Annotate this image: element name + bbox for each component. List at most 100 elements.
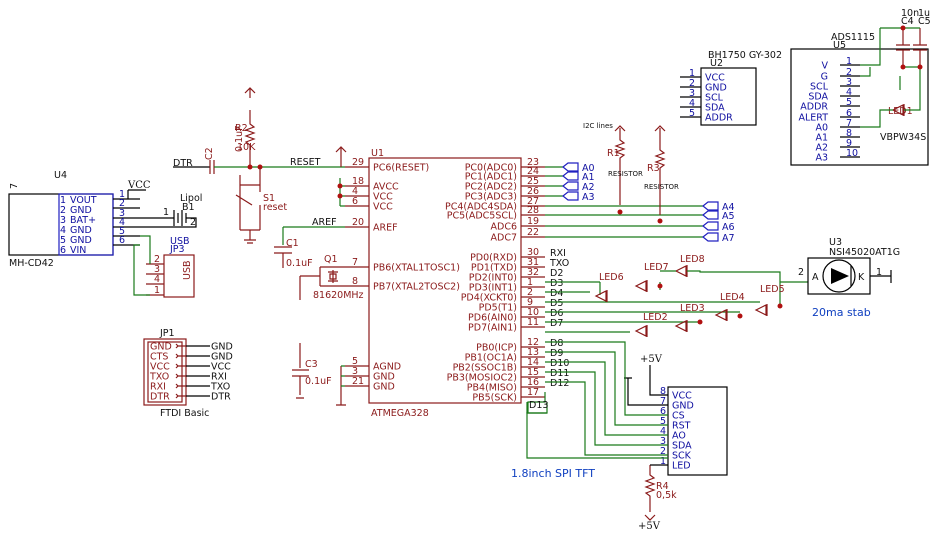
mh-cd42-seven: 7: [9, 183, 20, 189]
mh-cd42-pin4-name: GND: [70, 225, 92, 236]
bh1750-pin-name: SCL: [705, 93, 724, 104]
tft-pin-num: 3: [660, 436, 666, 447]
mh-cd42-pin5: 5: [60, 235, 66, 246]
atmega-pin-name: PD7(AIN1): [468, 323, 517, 334]
ftdi-pin-name: TXO: [149, 372, 169, 383]
mh-cd42-pin6: 6: [60, 245, 66, 256]
ftdi-net: RXI: [211, 372, 227, 383]
regulator-a: A: [812, 272, 819, 283]
ads1115-pin-num: 10: [846, 148, 858, 159]
ftdi-name: FTDI Basic: [160, 408, 209, 419]
r4-ref: R4: [656, 481, 669, 492]
tft-pin-num: 2: [660, 446, 666, 457]
atmega-pin-num: 28: [527, 205, 539, 216]
tft-pin-num: 1: [660, 456, 666, 467]
atmega-net-label: D10: [550, 358, 569, 369]
battery-name: Lipol: [180, 193, 202, 204]
atmega-pin-name: PB3(MOSIOC2): [447, 373, 517, 384]
atmega-pin-num: 32: [527, 267, 539, 278]
atmega-net-label: RXI: [550, 248, 566, 259]
atmega-pin-name: PD6(AIN0): [468, 313, 517, 324]
c2-val: 0.1uF: [234, 125, 245, 152]
atmega-pin-name: PD1(TXD): [471, 263, 517, 274]
ads1115-name: ADS1115: [831, 32, 875, 43]
atmega-pin-name: GND: [373, 382, 395, 393]
tft-pin-num: 4: [660, 426, 666, 437]
ads1115-pin-name: G: [821, 72, 828, 83]
mh-cd42-stub5: 5: [119, 226, 125, 237]
bh1750-pin-num: 3: [689, 88, 695, 99]
tft-pin-num: 6: [660, 406, 666, 417]
tft-pin-name: RST: [672, 421, 691, 432]
usb-pin4: 4: [154, 274, 160, 285]
mh-cd42-pin-box: [58, 193, 114, 256]
q1-val: 81620MHz: [313, 290, 364, 301]
atmega-pin-num: 7: [352, 257, 358, 268]
ftdi-ref: JP1: [159, 328, 175, 339]
c3-ref: C3: [305, 359, 318, 370]
atmega-pin-name: VCC: [373, 192, 393, 203]
atmega-pin-num: 17: [527, 387, 539, 398]
battery-pin2: 2: [190, 217, 196, 228]
tft-pin-name: CS: [672, 411, 685, 422]
r2-ref: R2: [235, 123, 248, 134]
mh-cd42-pin1-name: VOUT: [70, 195, 97, 206]
atmega-pin-num: 19: [527, 216, 539, 227]
atmega-right-pins: 23PC0(ADC0)24PC1(ADC1)25PC2(ADC2)26PC3(A…: [445, 157, 569, 404]
tft-pin-name: SDA: [672, 441, 692, 452]
bh1750-pin-num: 1: [689, 68, 695, 79]
regulator-k: K: [858, 272, 865, 283]
atmega-pin-num: 11: [527, 317, 539, 328]
atmega-pin-name: AGND: [373, 362, 401, 373]
bh1750-pin-num: 5: [689, 108, 695, 119]
ads1115-pin-name: ADDR: [800, 102, 828, 113]
atmega-pin-num: 25: [527, 176, 539, 187]
atmega-pin-name: PB0(ICP): [476, 343, 517, 354]
atmega-pin-name: PB7(XTAL2TOSC2): [373, 282, 460, 293]
analog-flag-label: A5: [722, 211, 735, 222]
atmega-net-label: D8: [550, 338, 563, 349]
bh1750-pin-name: GND: [705, 83, 727, 94]
atmega-pin-num: 1: [527, 277, 533, 288]
usb-pin1: 1: [154, 285, 160, 296]
atmega-net-label: D3: [550, 278, 563, 289]
ads1115-pin-num: 5: [846, 97, 852, 108]
atmega-net-label: D2: [550, 268, 563, 279]
battery-b1: Lipol B1 1 2: [140, 193, 202, 228]
atmega-net-label: TXO: [549, 258, 569, 269]
mh-cd42-stub4: 4: [119, 217, 125, 228]
c2-ref: C2: [204, 147, 215, 160]
atmega-pin-num: 27: [527, 196, 539, 207]
c1-ref: C1: [286, 238, 299, 249]
ads1115-pin-num: 7: [846, 118, 852, 129]
atmega-net-label: D5: [550, 298, 563, 309]
mh-cd42-stub6: 6: [119, 235, 125, 246]
atmega-pin-num: 8: [352, 276, 358, 287]
led4-label: LED4: [720, 292, 745, 303]
atmega-pin-name: PC6(RESET): [373, 163, 429, 174]
atmega-net-label: D11: [550, 368, 569, 379]
plus5v-bottom: +5V: [638, 521, 661, 532]
ftdi-net: TXO: [210, 382, 230, 393]
c4-val: 10n: [901, 8, 919, 19]
atmega-pin-name: PB2(SSOC1B): [453, 363, 517, 374]
bh1750-pin-num: 4: [689, 98, 695, 109]
r1-ref: R1: [607, 148, 620, 159]
ads1115-pin-name: V: [822, 61, 829, 72]
battery-pin1: 1: [163, 207, 169, 218]
atmega-pin-name: PD5(T1): [479, 303, 517, 314]
c4-ref: C4: [901, 16, 914, 27]
mh-cd42-stub1: 1: [119, 189, 125, 200]
r2-val: 10K: [237, 142, 256, 153]
c5-ref: C5: [918, 16, 931, 27]
tft-title: 1.8inch SPI TFT: [511, 467, 595, 480]
led1-ref: LED1: [888, 106, 913, 117]
q1-ref: Q1: [324, 254, 338, 265]
atmega-pin-num: 4: [352, 186, 358, 197]
ftdi-net: GND: [211, 352, 233, 363]
tft-pin-name: SCK: [672, 451, 692, 462]
atmega-pin-name: PC3(ADC3): [465, 192, 517, 203]
ftdi-net: GND: [211, 342, 233, 353]
